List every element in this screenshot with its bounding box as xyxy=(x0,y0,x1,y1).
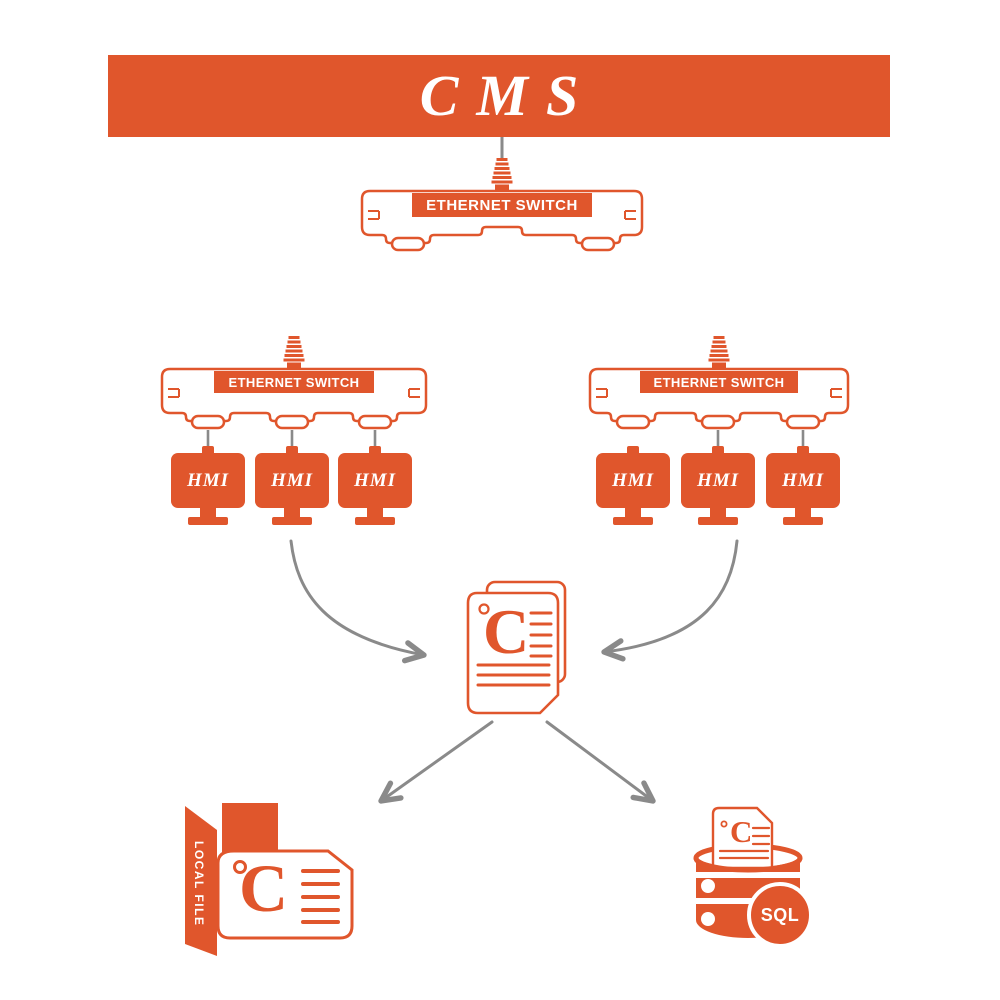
db-document xyxy=(711,806,774,870)
ethernet-switch-top-label: ETHERNET SWITCH xyxy=(412,193,592,217)
hmi-stand xyxy=(367,507,383,518)
hmi-base xyxy=(272,517,312,525)
hmi-connector-nub xyxy=(286,446,298,455)
port-oval xyxy=(274,414,310,430)
port-oval xyxy=(615,414,651,430)
central-document-icon xyxy=(466,580,567,715)
hmi-label: HMI xyxy=(696,469,740,491)
hmi-screen: HMI xyxy=(338,453,412,508)
hmi-label: HMI xyxy=(270,469,314,491)
ethernet-switch-left-label: ETHERNET SWITCH xyxy=(214,371,374,393)
port-oval xyxy=(580,236,616,252)
hmi-stand xyxy=(795,507,811,518)
hmi-stand xyxy=(710,507,726,518)
hmi-label: HMI xyxy=(186,469,230,491)
hmi-connector-nub xyxy=(202,446,214,455)
hmi-base xyxy=(783,517,823,525)
hmi-monitor: HMI xyxy=(681,446,755,526)
sql-database-icon xyxy=(693,806,813,948)
hmi-base xyxy=(613,517,653,525)
hmi-label: HMI xyxy=(353,469,397,491)
card-dot xyxy=(233,860,247,874)
db-document-lines xyxy=(718,826,771,860)
db-separator xyxy=(694,898,802,904)
hmi-screen: HMI xyxy=(766,453,840,508)
document-dot xyxy=(478,603,490,615)
cable-plug-icon xyxy=(491,158,513,192)
hmi-connector-nub xyxy=(712,446,724,455)
card-text-lines xyxy=(301,869,340,924)
hmi-connector-nub xyxy=(797,446,809,455)
hmi-monitor: HMI xyxy=(255,446,329,526)
switch-label: ETHERNET SWITCH xyxy=(228,374,360,390)
db-dot xyxy=(701,912,715,926)
cable-plug-icon xyxy=(708,336,730,370)
sql-badge xyxy=(747,882,813,948)
switch-label: ETHERNET SWITCH xyxy=(426,196,578,214)
port-oval xyxy=(785,414,821,430)
hmi-stand xyxy=(625,507,641,518)
port-oval xyxy=(700,414,736,430)
hmi-base xyxy=(355,517,395,525)
hmi-base xyxy=(698,517,738,525)
hmi-screen: HMI xyxy=(255,453,329,508)
hmi-screen: HMI xyxy=(681,453,755,508)
arrow-to-local-file xyxy=(378,720,494,804)
hmi-screen: HMI xyxy=(171,453,245,508)
central-document-letter: C xyxy=(483,596,530,667)
hmi-label: HMI xyxy=(781,469,825,491)
document-text-lines xyxy=(476,611,553,687)
switch-label: ETHERNET SWITCH xyxy=(653,374,785,390)
hmi-monitor: HMI xyxy=(596,446,670,526)
curved-arrow-right xyxy=(601,539,739,662)
local-file-letter: C xyxy=(239,850,289,926)
db-front-rim xyxy=(693,857,803,873)
sql-label-text: SQL xyxy=(760,904,800,925)
port-oval xyxy=(390,236,426,252)
hmi-stand xyxy=(200,507,216,518)
db-separator xyxy=(694,872,802,878)
hmi-monitor: HMI xyxy=(766,446,840,526)
cms-server-banner: CMS xyxy=(108,55,890,137)
sql-badge-label: SQL xyxy=(749,884,811,946)
curved-arrow-left xyxy=(289,539,427,664)
arrow-to-sql xyxy=(545,720,656,804)
hmi-monitor: HMI xyxy=(171,446,245,526)
sql-document-letter: C xyxy=(730,814,753,849)
hmi-monitor: HMI xyxy=(338,446,412,526)
switch-to-hmi-lines xyxy=(206,430,805,448)
hmi-base xyxy=(188,517,228,525)
db-dot xyxy=(701,879,715,893)
hmi-connector-nub xyxy=(627,446,639,455)
folder-spine xyxy=(185,806,217,956)
port-oval xyxy=(357,414,393,430)
hmi-label: HMI xyxy=(611,469,655,491)
ethernet-switch-right-label: ETHERNET SWITCH xyxy=(640,371,798,393)
hmi-connector-nub xyxy=(369,446,381,455)
hmi-stand xyxy=(284,507,300,518)
local-file-label: LOCAL FILE xyxy=(192,841,206,927)
db-document-dot xyxy=(720,820,728,828)
local-file-icon xyxy=(185,803,354,956)
cable-plug-icon xyxy=(283,336,305,370)
cms-title: CMS xyxy=(419,63,597,128)
hmi-screen: HMI xyxy=(596,453,670,508)
port-oval xyxy=(190,414,226,430)
